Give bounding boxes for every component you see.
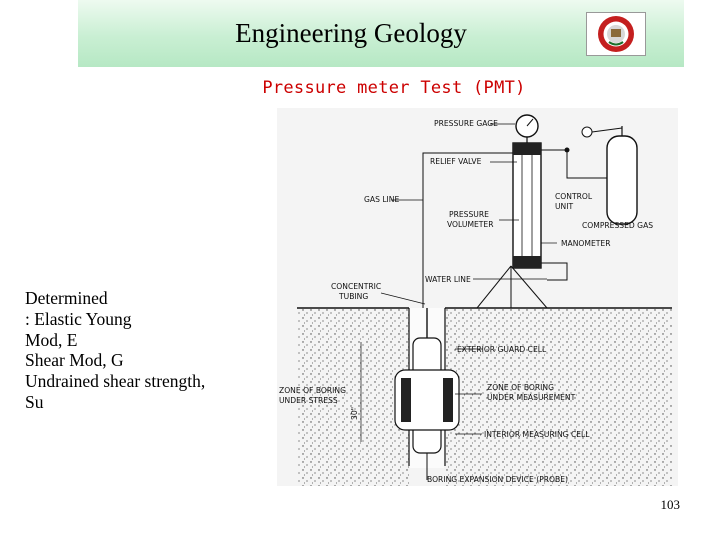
tripod-leg [510, 265, 548, 309]
label-boring-expansion-device: BORING EXPANSION DEVICE (PROBE) [427, 475, 568, 484]
label-dimension: 30" [350, 407, 359, 420]
regulator-line [591, 127, 623, 133]
label-pressure-gage: PRESSURE GAGE [434, 119, 498, 128]
regulator-gage-icon [581, 126, 593, 138]
label-control: CONTROL [555, 192, 593, 201]
label-volumeter: VOLUMETER [447, 220, 494, 229]
measuring-cell-left [401, 378, 411, 422]
slide-subtitle: Pressure meter Test (PMT) [262, 78, 526, 98]
pressuremeter-diagram: PRESSURE GAGE RELIEF VALVE GAS LINE PRES… [277, 108, 678, 486]
label-zone-stress-1: ZONE OF BORING [279, 386, 346, 395]
body-line: Determined [25, 288, 108, 308]
pressure-volumeter [512, 142, 542, 269]
label-interior-measuring-cell: INTERIOR MEASURING CELL [484, 430, 590, 439]
university-logo [586, 12, 646, 56]
label-relief-valve: RELIEF VALVE [430, 157, 482, 166]
label-zone-meas-2: UNDER MEASUREMENT [487, 393, 576, 402]
header-title: Engineering Geology [235, 18, 467, 48]
label-compressed-gas: COMPRESSED GAS [582, 221, 653, 230]
water-line [541, 262, 568, 281]
control-line [541, 149, 607, 179]
measuring-cell-right [443, 378, 453, 422]
label-unit: UNIT [555, 202, 573, 211]
label-tubing: TUBING [338, 292, 368, 301]
gage-needle [526, 118, 534, 127]
determined-list: Determined : Elastic Young Mod, E Shear … [25, 288, 265, 413]
label-gas-line: GAS LINE [364, 195, 399, 204]
compressed-gas-bottle [606, 135, 638, 225]
soil-right [445, 308, 672, 486]
label-concentric: CONCENTRIC [331, 282, 381, 291]
body-line: Shear Mod, G [25, 350, 124, 371]
body-line: Undrained shear strength, [25, 371, 206, 392]
gas-line [422, 152, 513, 308]
soil-left [297, 308, 409, 486]
tripod-leg [476, 265, 512, 309]
label-pressure: PRESSURE [449, 210, 489, 219]
valve-icon [564, 147, 570, 153]
volumeter-base [513, 256, 541, 268]
label-water-line: WATER LINE [425, 275, 471, 284]
volumeter-cap [513, 143, 541, 155]
label-exterior-guard-cell: EXTERIOR GUARD CELL [457, 345, 547, 354]
header-bar: Engineering Geology [78, 0, 684, 67]
body-line: Mod, E [25, 329, 78, 350]
label-zone-meas-1: ZONE OF BORING [487, 383, 554, 392]
label-manometer: MANOMETER [561, 239, 611, 248]
body-line: : Elastic Young [25, 308, 132, 329]
page-number: 103 [660, 497, 681, 512]
label-zone-stress-2: UNDER STRESS [279, 396, 338, 405]
body-line: Su [25, 391, 44, 412]
